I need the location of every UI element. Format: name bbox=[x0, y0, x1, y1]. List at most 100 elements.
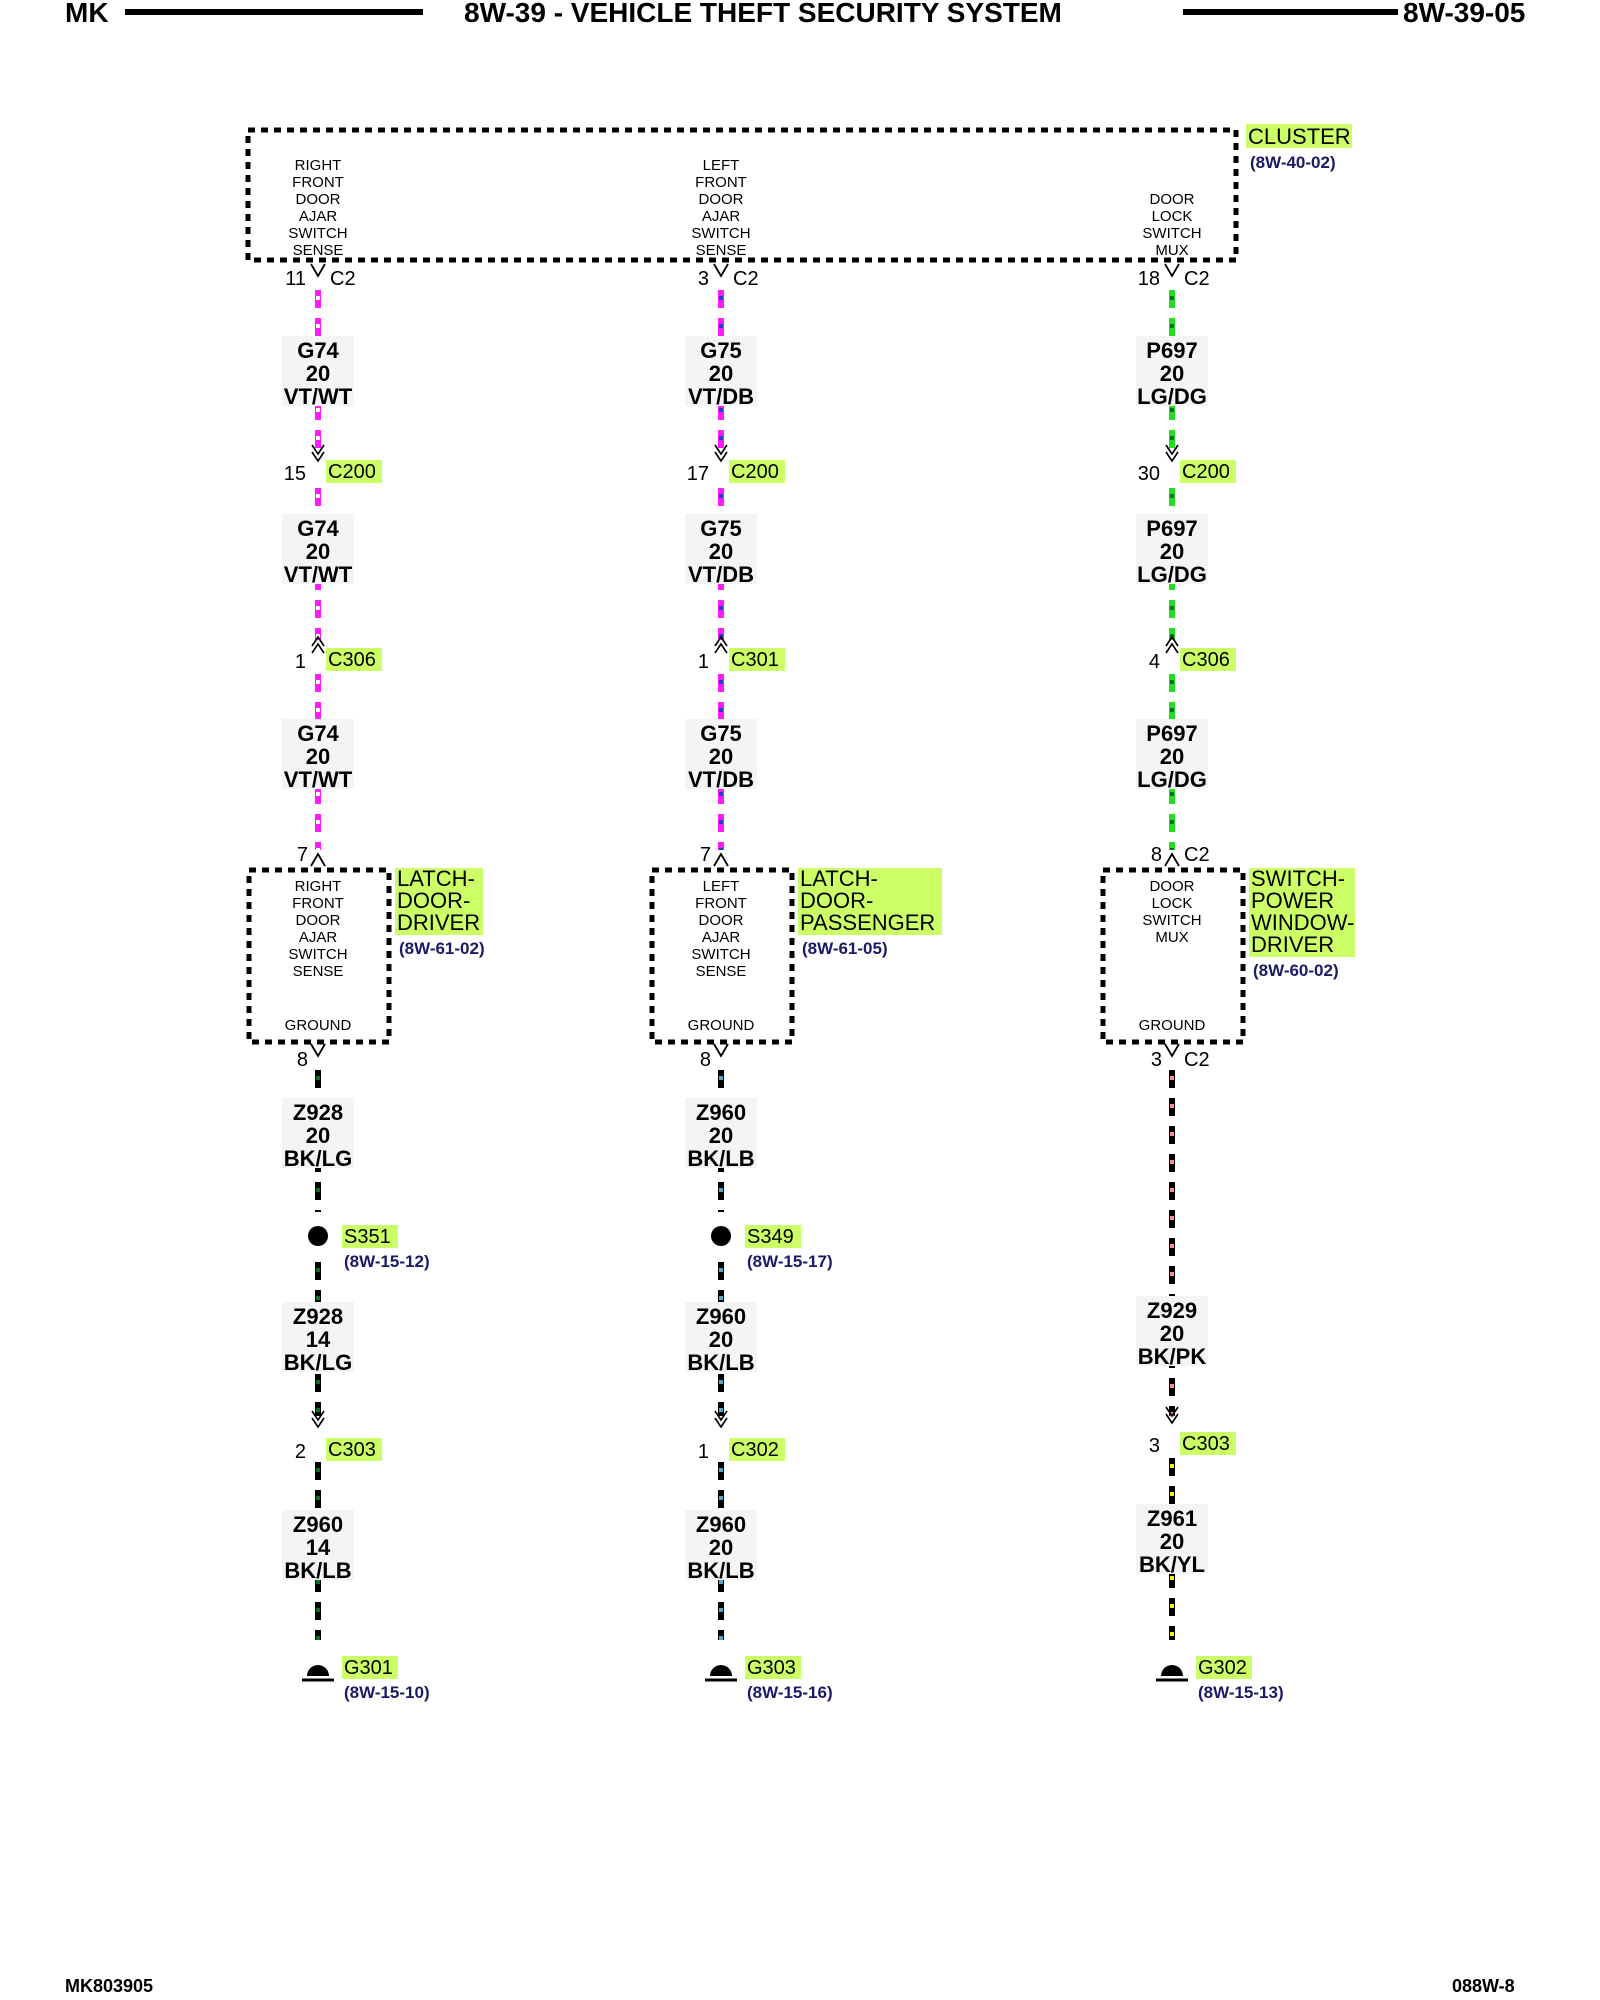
component-name: LATCH-DOOR-PASSENGER bbox=[798, 866, 942, 935]
cluster-pin-label: FRONT bbox=[695, 174, 747, 191]
header-title: 8W-39 - VEHICLE THEFT SECURITY SYSTEM bbox=[464, 0, 1062, 28]
component-pin-label: SENSE bbox=[293, 963, 344, 980]
splice-ref: (8W-15-17) bbox=[747, 1252, 833, 1271]
c200-connector-label-text: C200 bbox=[328, 461, 376, 483]
wire-code-label: Z961 bbox=[1147, 1506, 1197, 1531]
wire-gauge-label: 20 bbox=[306, 1123, 330, 1148]
ground-label: G302 bbox=[1196, 1656, 1252, 1679]
component-ref: (8W-61-02) bbox=[399, 939, 485, 958]
component-pin-label: RIGHT bbox=[295, 878, 342, 895]
component-pin-label: SENSE bbox=[696, 963, 747, 980]
wire-code-label: Z928 bbox=[293, 1304, 343, 1329]
wire-color-label: BK/LB bbox=[687, 1558, 754, 1583]
wire-code-label: Z929 bbox=[1147, 1298, 1197, 1323]
component-pin-label: AJAR bbox=[299, 929, 338, 946]
cluster-pin-label: DOOR bbox=[1150, 191, 1195, 208]
component-name-line: LATCH- bbox=[397, 866, 475, 891]
wire-gauge-label: 20 bbox=[1160, 744, 1184, 769]
cluster-module: CLUSTER (8W-40-02) RIGHTFRONTDOORAJARSWI… bbox=[245, 124, 1352, 263]
ground-label: G303 bbox=[745, 1656, 801, 1679]
component-name-line: DOOR- bbox=[397, 888, 470, 913]
component-name-line: WINDOW- bbox=[1251, 910, 1354, 935]
component-name-line: PASSENGER bbox=[800, 910, 935, 935]
wire-code-label: P697 bbox=[1146, 721, 1197, 746]
mid-connector-pin: 1 bbox=[698, 651, 709, 673]
splice-label: S349 bbox=[745, 1225, 801, 1248]
c200-connector-symbol bbox=[714, 444, 728, 463]
latch-out-pin-number: 3 bbox=[1151, 1049, 1162, 1071]
mid-connector-label: C301 bbox=[729, 648, 785, 671]
lower-connector-label-text: C303 bbox=[1182, 1433, 1230, 1455]
mid-connector-label: C306 bbox=[326, 648, 382, 671]
latch-pin-symbol bbox=[310, 852, 326, 867]
page-header: MK 8W-39 - VEHICLE THEFT SECURITY SYSTEM… bbox=[65, 0, 1525, 28]
c200-pin-number: 15 bbox=[284, 463, 306, 485]
wire-code-label: P697 bbox=[1146, 516, 1197, 541]
lower-connector-label: C303 bbox=[1180, 1432, 1236, 1455]
cluster-pin-label: MUX bbox=[1155, 242, 1188, 259]
c200-connector-label: C200 bbox=[729, 460, 785, 483]
header-right: 8W-39-05 bbox=[1403, 0, 1525, 28]
splice-dot bbox=[711, 1226, 731, 1246]
ground-label-text: G301 bbox=[344, 1657, 393, 1679]
cluster-pin-label: LOCK bbox=[1152, 208, 1193, 225]
top-pin-symbol bbox=[1164, 263, 1180, 278]
wire-gauge-label: 20 bbox=[709, 361, 733, 386]
wire-code-label: G74 bbox=[297, 516, 339, 541]
latch-pin-number: 8 bbox=[1151, 844, 1162, 866]
ground-ref: (8W-15-13) bbox=[1198, 1683, 1284, 1702]
component-name-line: DOOR- bbox=[800, 888, 873, 913]
component-name: LATCH-DOOR-DRIVER bbox=[395, 866, 483, 935]
wire-gauge-label: 14 bbox=[306, 1327, 331, 1352]
wire-color-label: BK/LB bbox=[284, 1558, 351, 1583]
wire-color-label: VT/WT bbox=[284, 384, 353, 409]
lower-connector-pin: 2 bbox=[295, 1441, 306, 1463]
latch-out-pin-connector: C2 bbox=[1184, 1049, 1210, 1071]
top-pin-connector: C2 bbox=[733, 268, 759, 290]
wire-color-label: BK/YL bbox=[1139, 1552, 1205, 1577]
ground-symbol bbox=[302, 1665, 334, 1682]
wire-code-label: P697 bbox=[1146, 338, 1197, 363]
top-pin-connector: C2 bbox=[330, 268, 356, 290]
lower-connector-label: C302 bbox=[729, 1438, 785, 1461]
wire-color-label: BK/PK bbox=[1138, 1344, 1207, 1369]
cluster-pin-label: AJAR bbox=[702, 208, 741, 225]
ground-label-text: G303 bbox=[747, 1657, 796, 1679]
lower-connector-pin: 3 bbox=[1149, 1435, 1160, 1457]
c200-connector-label-text: C200 bbox=[731, 461, 779, 483]
splice-label: S351 bbox=[342, 1225, 398, 1248]
top-pin-number: 11 bbox=[285, 268, 306, 290]
wire-color-label: VT/WT bbox=[284, 562, 353, 587]
wire-gauge-label: 20 bbox=[709, 744, 733, 769]
wire-gauge-label: 20 bbox=[1160, 361, 1184, 386]
cluster-pin-label: SENSE bbox=[696, 242, 747, 259]
component-pin-label: AJAR bbox=[702, 929, 741, 946]
wire-gauge-label: 20 bbox=[1160, 1321, 1184, 1346]
mid-connector-symbol bbox=[714, 635, 728, 654]
latch-out-pin-symbol bbox=[310, 1043, 326, 1058]
wire-color-label: LG/DG bbox=[1137, 384, 1207, 409]
component-pin-label: DOOR bbox=[296, 912, 341, 929]
latch-out-pin-symbol bbox=[713, 1043, 729, 1058]
wire-code-label: G74 bbox=[297, 721, 339, 746]
wire-color-label: BK/LG bbox=[284, 1350, 352, 1375]
wire-code-label: Z960 bbox=[696, 1512, 746, 1537]
lower-connector-label-text: C303 bbox=[328, 1439, 376, 1461]
component-pin-label: MUX bbox=[1155, 929, 1188, 946]
mid-connector-label: C306 bbox=[1180, 648, 1236, 671]
c200-pin-number: 30 bbox=[1138, 463, 1160, 485]
